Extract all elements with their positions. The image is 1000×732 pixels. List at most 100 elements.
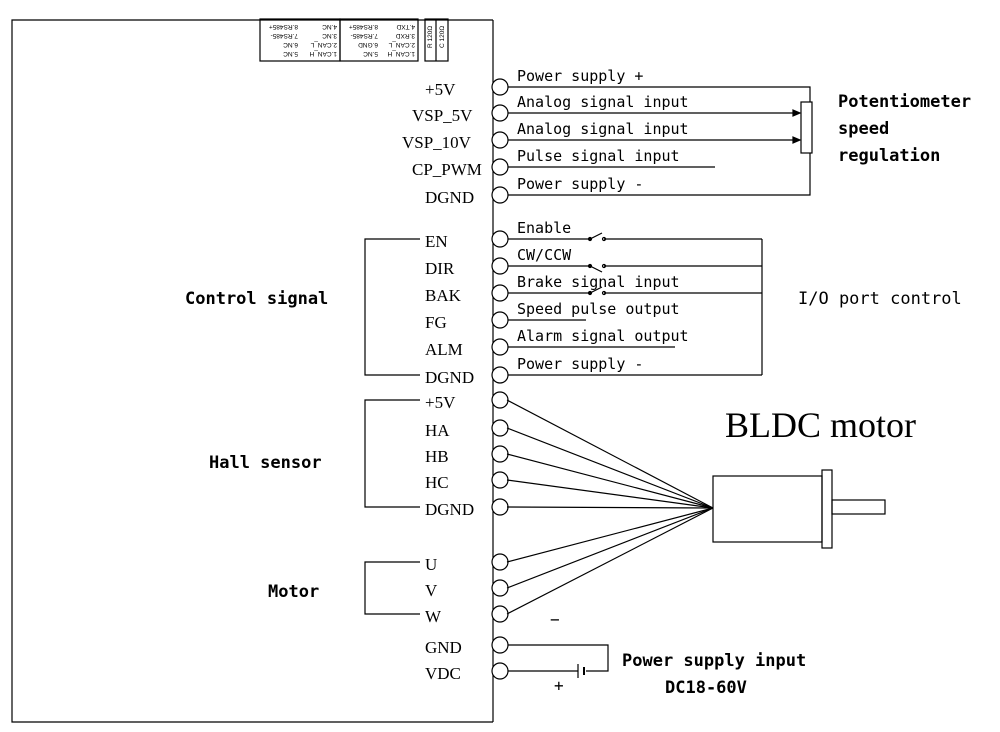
terminal-0 xyxy=(491,78,509,96)
port-pin: 8.RS485+ xyxy=(349,23,378,30)
terminal-9 xyxy=(491,338,509,356)
power-supply-label: Power supply input xyxy=(622,651,806,671)
pin-label: +5V xyxy=(425,80,456,99)
motor-wire xyxy=(506,507,714,589)
wire-label: Enable xyxy=(517,219,571,237)
port-pin: 5.NC xyxy=(363,50,378,57)
terminal-20 xyxy=(491,662,509,680)
terminal-4 xyxy=(491,186,509,204)
port-pin: 1.CAN_H xyxy=(387,50,415,57)
resistor-label: R 120Ω xyxy=(427,26,434,48)
port-b xyxy=(259,18,341,62)
terminal-15 xyxy=(491,498,509,516)
motor-wire xyxy=(506,506,714,509)
motor-label: Motor xyxy=(268,582,319,602)
pin-label: DGND xyxy=(425,368,474,387)
io-wiring xyxy=(508,232,763,376)
wire-label: CW/CCW xyxy=(517,246,572,264)
wire-label: Power supply + xyxy=(517,67,643,85)
pin-label: U xyxy=(425,555,437,574)
wire-label: Analog signal input xyxy=(517,93,689,111)
motor-wire xyxy=(506,479,714,509)
terminal-14 xyxy=(491,471,509,489)
pin-label: BAK xyxy=(425,286,462,305)
driver-outline xyxy=(11,19,493,723)
pin-label: VDC xyxy=(425,664,461,683)
terminal-17 xyxy=(491,579,509,597)
terminal-1 xyxy=(491,104,509,122)
pin-label: HC xyxy=(425,473,449,492)
pin-label: +5V xyxy=(425,393,456,412)
pin-label: W xyxy=(425,607,442,626)
port-pin: 7.RS485- xyxy=(351,32,378,39)
wire-label: Alarm signal output xyxy=(517,327,689,345)
motor-wire xyxy=(506,453,714,509)
pin-label: HA xyxy=(425,421,450,440)
minus-sign: − xyxy=(550,610,560,629)
potentiometer-label-1: Potentiometer xyxy=(838,92,971,112)
pin-label: DGND xyxy=(425,188,474,207)
hall-bracket xyxy=(364,399,420,508)
terminal-19 xyxy=(491,636,509,654)
port-pin: 4.NC xyxy=(322,23,337,30)
port-pin: 8.RS485+ xyxy=(269,23,298,30)
port-pin: 6.NC xyxy=(283,41,298,48)
pin-label: EN xyxy=(425,232,448,251)
plus-sign: + xyxy=(554,676,564,695)
control-bracket xyxy=(364,238,420,376)
potentiometer-label-2: speed xyxy=(838,119,889,139)
hall-sensor-label: Hall sensor xyxy=(209,453,322,473)
motor-wire xyxy=(506,427,714,509)
power-wiring xyxy=(508,644,609,678)
pin-label: HB xyxy=(425,447,449,466)
communication-ports xyxy=(259,18,449,62)
motor-wire xyxy=(506,507,714,615)
terminal-18 xyxy=(491,605,509,623)
bldc-motor-title: BLDC motor xyxy=(725,405,916,445)
terminal-8 xyxy=(491,311,509,329)
wire-label: Analog signal input xyxy=(517,120,689,138)
terminal-2 xyxy=(491,131,509,149)
port-pin: 3.NC xyxy=(322,32,337,39)
terminal-6 xyxy=(491,257,509,275)
port-pin: 1.CAN_H xyxy=(309,50,337,57)
pin-label: GND xyxy=(425,638,462,657)
port-pin: 2.CAN_L xyxy=(310,41,337,48)
potentiometer-label-3: regulation xyxy=(838,146,940,166)
terminal-13 xyxy=(491,445,509,463)
potentiometer-symbol xyxy=(800,101,813,154)
bldc-motor-icon xyxy=(712,469,886,549)
port-pin: 7.RS485- xyxy=(271,32,298,39)
potentiometer-wiring xyxy=(508,86,813,196)
pin-label: ALM xyxy=(425,340,463,359)
terminal-5 xyxy=(491,230,509,248)
motor-wire xyxy=(506,507,714,563)
control-signal-label: Control signal xyxy=(185,289,328,309)
port-pin: 2.CAN_L xyxy=(388,41,415,48)
terminal-10 xyxy=(491,366,509,384)
pin-label: DGND xyxy=(425,500,474,519)
io-port-label: I/O port control xyxy=(798,289,962,309)
terminal-11 xyxy=(491,391,509,409)
terminal-12 xyxy=(491,419,509,437)
wire-label: Speed pulse output xyxy=(517,300,680,318)
terminal-16 xyxy=(491,553,509,571)
pin-label: DIR xyxy=(425,259,455,278)
wire-label: Power supply - xyxy=(517,355,643,373)
pin-label: VSP_5V xyxy=(412,106,473,125)
port-pin: 6.GND xyxy=(358,41,378,48)
motor-wires xyxy=(506,399,714,615)
pin-label: V xyxy=(425,581,438,600)
port-pin: 4.TXD xyxy=(396,23,415,30)
wire-label: Brake signal input xyxy=(517,273,680,291)
power-range-label: DC18-60V xyxy=(665,678,747,698)
terminal-3 xyxy=(491,158,509,176)
motor-bracket xyxy=(364,561,420,615)
pin-label: CP_PWM xyxy=(412,160,482,179)
wire-label: Pulse signal input xyxy=(517,147,680,165)
pin-label: VSP_10V xyxy=(402,133,472,152)
terminal-7 xyxy=(491,284,509,302)
wire-label: Power supply - xyxy=(517,175,643,193)
pin-label: FG xyxy=(425,313,447,332)
